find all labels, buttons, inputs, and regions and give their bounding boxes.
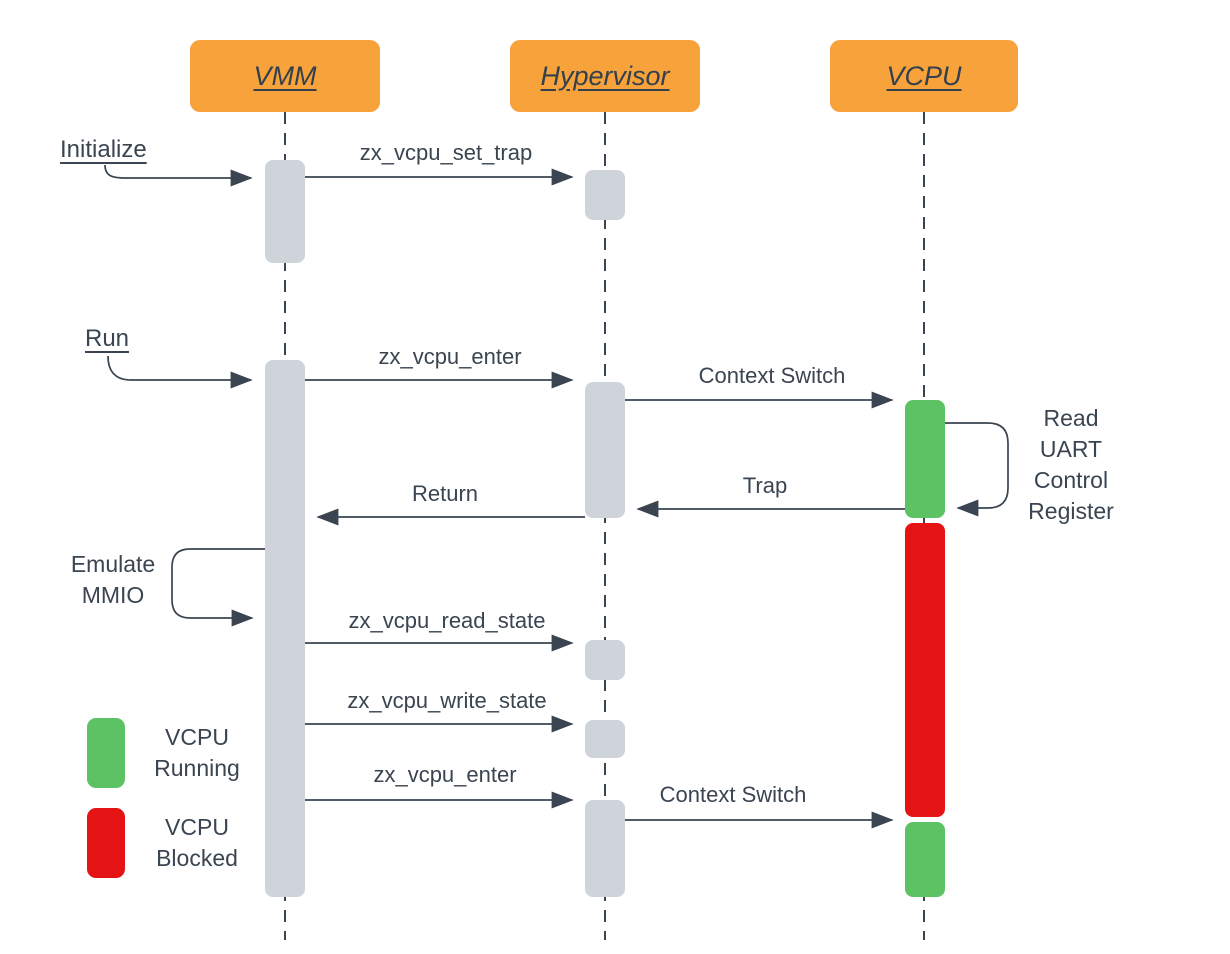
note-read-uart-line1: Read	[1043, 405, 1099, 431]
label-trap: Trap	[742, 473, 788, 498]
note-read-uart-line4: Register	[1028, 498, 1114, 524]
activation-hypervisor-set-trap	[585, 170, 625, 220]
activation-vmm-initialize	[265, 160, 305, 263]
label-set-trap: zx_vcpu_set_trap	[359, 140, 533, 165]
legend-blocked-line1: VCPU	[165, 814, 229, 840]
label-return: Return	[411, 481, 479, 506]
arrow-read-uart-self	[945, 422, 1009, 517]
arrow-run	[107, 355, 253, 389]
note-emulate-mmio: Emulate MMIO	[71, 549, 155, 611]
label-write-state: zx_vcpu_write_state	[347, 688, 547, 713]
legend-label-running: VCPU Running	[154, 722, 240, 784]
lifeline-hypervisor	[604, 112, 606, 940]
actor-vcpu: VCPU	[830, 40, 1018, 112]
activation-vcpu-blocked	[905, 523, 945, 817]
activation-vcpu-running-2	[905, 822, 945, 897]
note-read-uart: Read UART Control Register	[1028, 403, 1114, 527]
activation-hypervisor-enter	[585, 382, 625, 518]
activation-vcpu-running-1	[905, 400, 945, 518]
actor-hypervisor: Hypervisor	[510, 40, 700, 112]
activation-vmm-run	[265, 360, 305, 897]
legend-running-line2: Running	[154, 755, 240, 781]
arrow-initialize	[104, 164, 253, 187]
actor-vmm: VMM	[190, 40, 380, 112]
label-context-switch-1: Context Switch	[698, 363, 846, 388]
note-read-uart-line3: Control	[1033, 467, 1109, 493]
activation-hypervisor-write-state	[585, 720, 625, 758]
activation-hypervisor-enter-2	[585, 800, 625, 897]
note-emulate-mmio-line2: MMIO	[81, 582, 145, 608]
actor-vcpu-label: VCPU	[886, 60, 962, 91]
label-initialize: Initialize	[60, 136, 147, 163]
arrow-emulate-mmio-self	[171, 548, 265, 627]
label-enter-2: zx_vcpu_enter	[373, 762, 517, 787]
label-enter-1: zx_vcpu_enter	[378, 344, 522, 369]
activation-hypervisor-read-state	[585, 640, 625, 680]
legend-blocked-line2: Blocked	[156, 845, 238, 871]
note-emulate-mmio-line1: Emulate	[70, 551, 156, 577]
label-read-state: zx_vcpu_read_state	[348, 608, 546, 633]
legend-label-blocked: VCPU Blocked	[156, 812, 238, 874]
actor-hypervisor-label: Hypervisor	[540, 60, 670, 91]
label-run: Run	[85, 325, 130, 352]
legend-swatch-blocked	[87, 808, 125, 878]
legend-swatch-running	[87, 718, 125, 788]
label-context-switch-2: Context Switch	[659, 782, 807, 807]
note-read-uart-line2: UART	[1039, 436, 1103, 462]
actor-vmm-label: VMM	[253, 60, 317, 91]
legend-running-line1: VCPU	[165, 724, 229, 750]
